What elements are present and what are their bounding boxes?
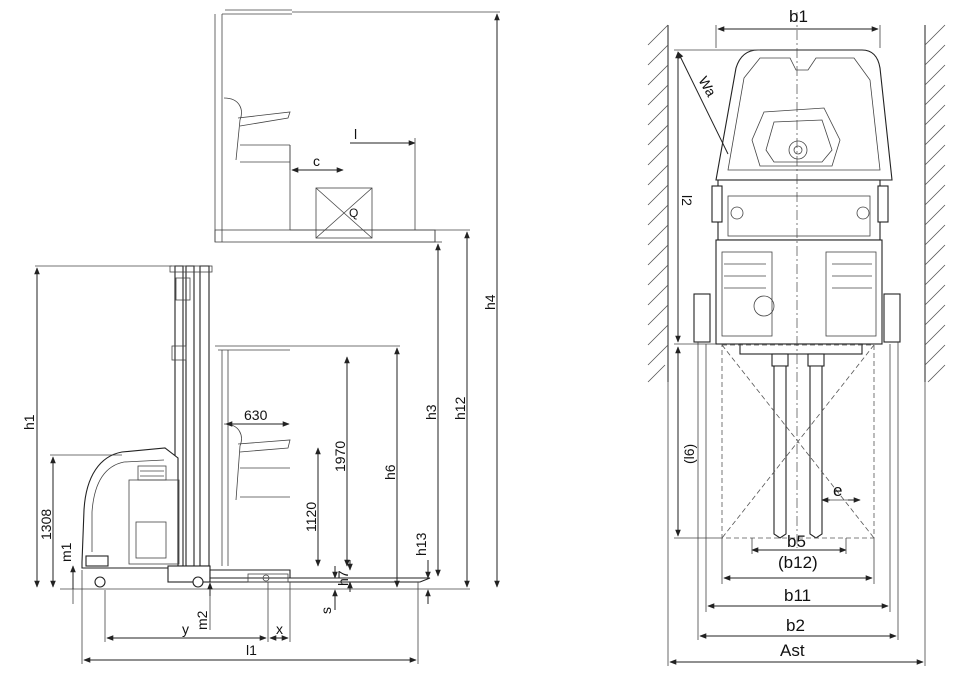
label-h6: h6 (382, 464, 398, 480)
label-630: 630 (244, 407, 268, 423)
label-Q: Q (349, 206, 358, 220)
label-h7: h7 (335, 570, 351, 586)
label-l1: l1 (246, 642, 257, 658)
label-b12: (b12) (778, 553, 818, 572)
label-l2: l2 (679, 195, 695, 206)
dim-l2: l2 (674, 49, 760, 345)
chassis (81, 447, 431, 588)
dim-b12: (b12) (721, 538, 875, 584)
label-e: e (833, 481, 842, 500)
dim-l6: (l6) (674, 346, 722, 539)
dim-Wa: Wa (677, 51, 729, 155)
label-1970: 1970 (332, 441, 348, 472)
dim-b5: b5 (751, 532, 847, 554)
dim-630: 630 (225, 407, 290, 427)
label-h12: h12 (452, 396, 468, 420)
dim-l: l (350, 126, 416, 230)
horizontal-dimensions: y x l1 (81, 570, 419, 664)
label-1120: 1120 (303, 502, 319, 532)
load-box: Q (315, 187, 373, 239)
label-Ast: Ast (780, 641, 805, 660)
top-view: b1 Wa l2 (l6) e (647, 7, 946, 666)
truck-top-outline (693, 49, 901, 539)
dim-b11: b11 (705, 344, 891, 612)
lowered-platform (215, 345, 291, 566)
raised-platform-ghost (214, 9, 436, 243)
left-wall (647, 24, 669, 383)
label-m1: m1 (58, 542, 74, 562)
label-b5: b5 (787, 532, 806, 551)
label-c: c (313, 153, 320, 169)
label-h1: h1 (21, 414, 37, 430)
label-m2: m2 (194, 610, 210, 630)
label-l6: (l6) (681, 444, 697, 464)
dim-c: c (289, 145, 344, 173)
label-x: x (276, 621, 283, 637)
dim-b2: b2 (697, 342, 899, 640)
label-h3: h3 (423, 404, 439, 420)
dim-Ast: Ast (667, 382, 926, 666)
label-l: l (354, 126, 357, 142)
pallet-outline (721, 344, 875, 539)
side-view: Q c l (21, 9, 500, 664)
label-b2: b2 (786, 616, 805, 635)
label-1308: 1308 (38, 509, 54, 540)
label-y: y (182, 621, 189, 637)
label-s: s (318, 607, 334, 614)
label-b11: b11 (784, 586, 811, 605)
label-h13: h13 (413, 532, 429, 556)
dim-b1: b1 (715, 7, 881, 48)
label-h4: h4 (482, 294, 498, 310)
right-wall (924, 24, 946, 383)
vertical-dimensions: h1 1308 m1 h4 h12 h3 h6 (21, 11, 500, 630)
label-b1: b1 (789, 7, 808, 26)
dim-e: e (821, 481, 861, 503)
